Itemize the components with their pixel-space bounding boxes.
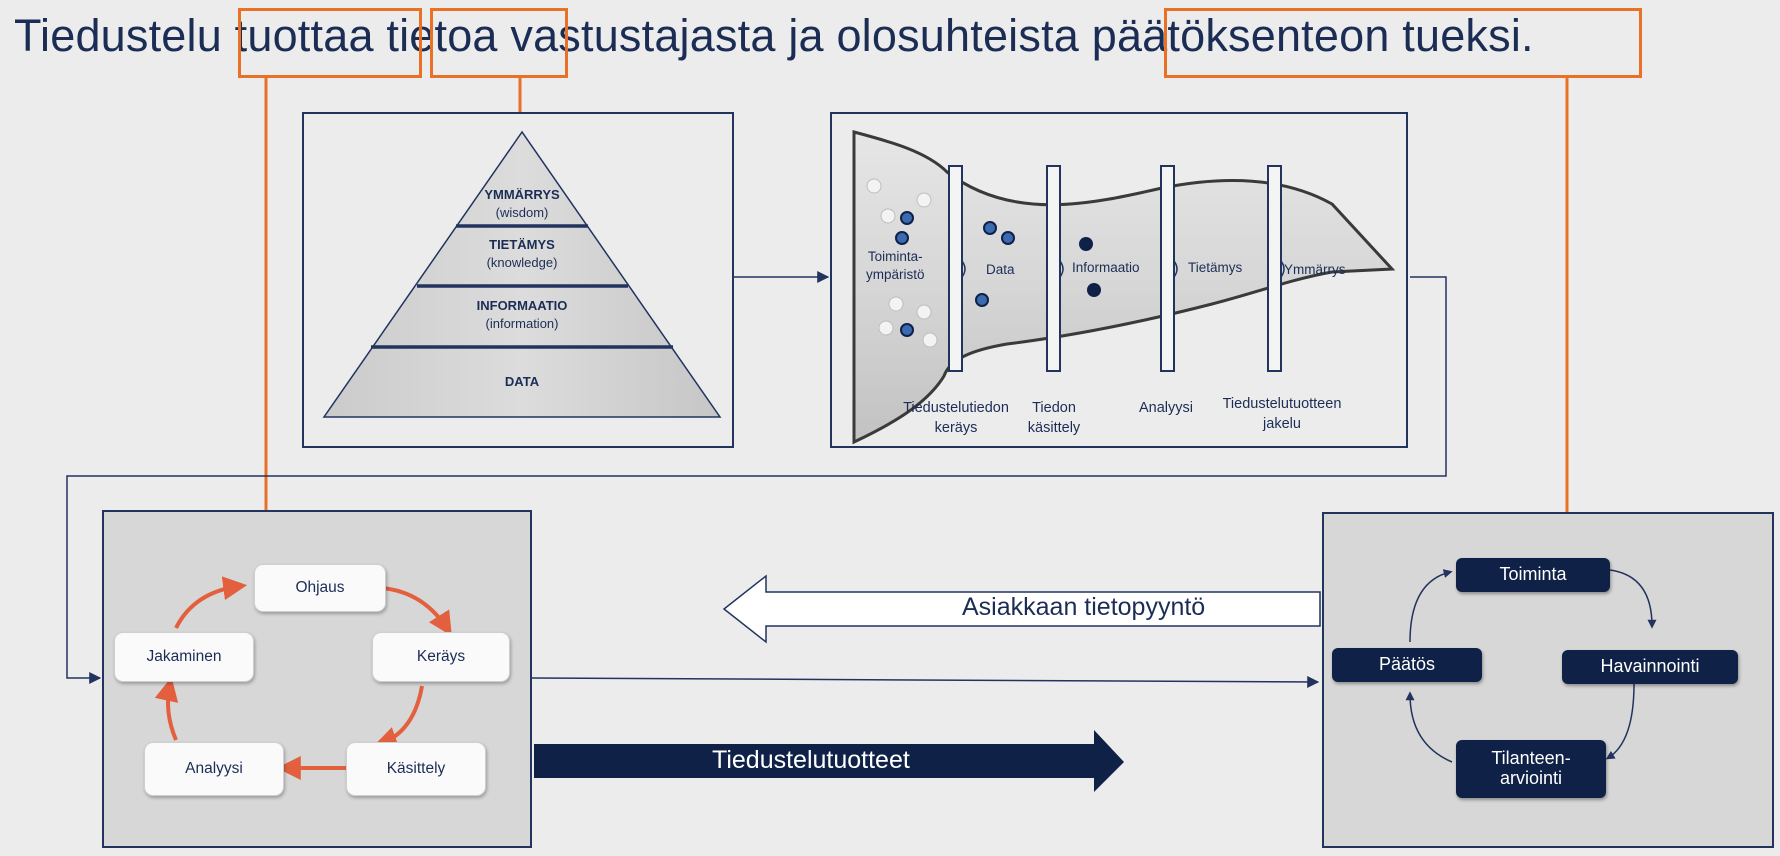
highlight-box-tietoa (430, 8, 568, 78)
cycle-item-kasittely: Käsittely (346, 742, 486, 796)
title-text-3: vastustajasta ja olosuhteista (497, 10, 1092, 61)
funnel-panel: Toiminta-ympäristö Data Informaatio Tiet… (830, 112, 1408, 448)
cycle-item-analyysi: Analyysi (144, 742, 284, 796)
decision-item-toiminta: Toiminta (1456, 558, 1610, 592)
funnel-label-understanding: Ymmärrys (1284, 262, 1346, 277)
cycle-item-ohjaus: Ohjaus (254, 564, 386, 612)
request-arrow (722, 574, 1321, 644)
funnel-graphic (852, 130, 1396, 445)
funnel-label-environment: Toiminta-ympäristö (866, 249, 925, 282)
request-arrow-label: Asiakkaan tietopyyntö (962, 593, 1206, 621)
funnel-label-knowledge: Tietämys (1188, 260, 1243, 275)
stage-label-analysis: Analyysi (1139, 400, 1193, 416)
decision-arrows (1405, 569, 1657, 763)
products-arrow-label: Tiedustelutuotteet (712, 746, 910, 774)
pyramid-level-data: DATA (504, 374, 540, 389)
title-highlight-tietoa: tietoa (386, 10, 498, 61)
intelligence-cycle-panel: Ohjaus Keräys Käsittely Analyysi Jakamin… (102, 510, 532, 848)
cycle-item-kerays: Keräys (372, 632, 510, 682)
funnel-label-data: Data (986, 262, 1015, 277)
highlight-box-paatoksenteon (1164, 8, 1642, 78)
highlight-box-tuottaa (238, 8, 422, 78)
pyramid-level-wisdom: YMMÄRRYS(wisdom) (484, 187, 560, 220)
products-arrow (534, 730, 1124, 792)
pyramid-graphic (322, 130, 722, 418)
decision-item-paatos: Päätös (1332, 648, 1482, 682)
pyramid-level-knowledge: TIETÄMYS(knowledge) (486, 237, 558, 270)
funnel-label-information: Informaatio (1072, 260, 1140, 275)
decision-item-havainnointi: Havainnointi (1562, 650, 1738, 684)
cycle-arrows (154, 576, 452, 780)
decision-item-tilannearviointi: Tilanteen-arviointi (1456, 740, 1606, 798)
title-highlight-tuottaa: tuottaa (234, 10, 374, 61)
title-text-1: Tiedustelu (14, 10, 235, 61)
pyramid-level-information: INFORMAATIO(information) (476, 298, 568, 331)
decision-cycle-panel: Toiminta Havainnointi Tilanteen-arvioint… (1322, 512, 1774, 848)
pyramid-panel: YMMÄRRYS(wisdom) TIETÄMYS(knowledge) INF… (302, 112, 734, 448)
cycle-item-jakaminen: Jakaminen (114, 632, 254, 682)
